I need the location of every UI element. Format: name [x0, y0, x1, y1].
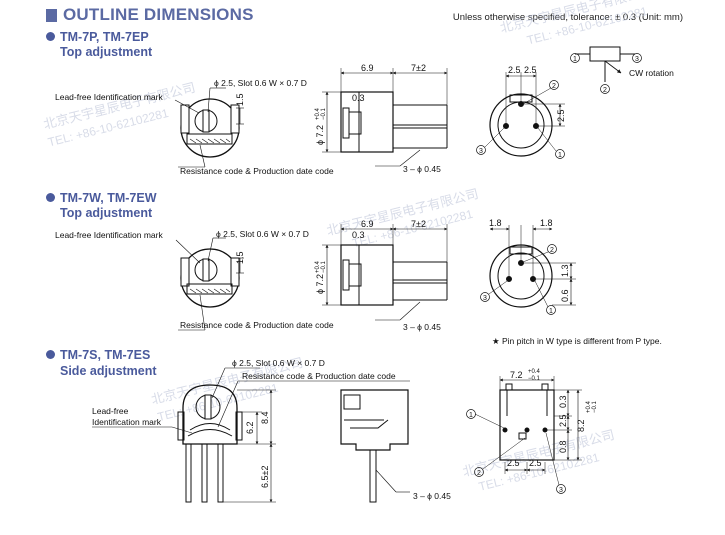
pin-number-2: 2 [550, 247, 554, 254]
section-title-7p: TM-7P, TM-7EP [46, 30, 149, 44]
pins-label-7p: 3 – ϕ 0.45 [403, 164, 441, 174]
dim-1-8: 1.8 [489, 218, 502, 228]
pin-number-3: 3 [479, 148, 483, 155]
dim-6-9: 6.9 [361, 219, 374, 229]
dim-2-5: 2.5 [529, 458, 542, 468]
bullet-icon [46, 350, 55, 359]
bottom-view-7p [476, 46, 642, 159]
tol-minus: −0.1 [528, 376, 541, 382]
dim-6-9: 6.9 [361, 63, 374, 73]
page-title: OUTLINE DIMENSIONS [63, 5, 254, 24]
pin-number-1: 1 [558, 152, 562, 159]
pin-number-2: 2 [603, 87, 607, 94]
tol-plus: +0.4 [528, 369, 541, 375]
lead-free-label-7p: Lead-free Identification mark [55, 92, 163, 102]
watermark: 北京天宇星辰电子有限公司 TEL: +86-10-62102281 [42, 80, 197, 150]
dim-0-8: 0.8 [558, 440, 568, 453]
bullet-icon [46, 32, 55, 41]
bottom-view-7w [480, 225, 576, 315]
lead-free-label-7w: Lead-free Identification mark [55, 230, 163, 240]
section-title-7w: TM-7W, TM-7EW [46, 191, 157, 205]
pin-number-3: 3 [483, 295, 487, 302]
tol-plus: +0.4 [315, 107, 321, 120]
section-subtitle-7s: Side adjustment [60, 364, 157, 378]
dim-1-8: 1.8 [540, 218, 553, 228]
section-subtitle-7p: Top adjustment [60, 45, 153, 59]
tol-minus: −0.1 [321, 260, 327, 273]
dim-8-4: 8.4 [260, 411, 270, 424]
bottom-view-7s [466, 376, 582, 494]
tol-minus: −0.1 [592, 400, 598, 413]
dim-2-5: 2.5 [558, 414, 568, 427]
side-view-7s [340, 389, 410, 503]
tol-minus: −0.1 [321, 107, 327, 120]
pin-number-3: 3 [559, 487, 563, 494]
dim-8-2: 8.2 [576, 419, 586, 432]
lead-free-label-7s-line2: Identification mark [92, 417, 162, 427]
pin-number-2: 2 [477, 470, 481, 477]
dim-0-6: 0.6 [560, 289, 570, 302]
section-title-7p-text: TM-7P, TM-7EP [60, 30, 149, 44]
side-view-7p [322, 68, 448, 167]
pin-number-1: 1 [573, 56, 577, 63]
tol-plus: +0.4 [586, 400, 592, 413]
resistance-label-7s: Resistance code & Production date code [242, 371, 396, 381]
dim-0-3: 0.3 [352, 93, 365, 103]
watermark: 北京天宇星辰电子有限公司 TEL: +86-10-62102281 [498, 0, 653, 47]
pin-pitch-note: ★ Pin pitch in W type is different from … [492, 336, 662, 346]
front-view-7w [175, 237, 244, 331]
dim-6-2: 6.2 [245, 421, 255, 434]
pin-number-3: 3 [635, 56, 639, 63]
tol-plus: +0.4 [315, 260, 321, 273]
dim-1-3: 1.3 [560, 264, 570, 277]
dim-7-pm2: 7±2 [411, 63, 426, 73]
lead-free-label-7s-line1: Lead-free [92, 406, 129, 416]
header: OUTLINE DIMENSIONS [46, 5, 254, 25]
section-subtitle-7w: Top adjustment [60, 206, 153, 220]
section-title-7w-text: TM-7W, TM-7EW [60, 191, 157, 205]
header-square-icon [46, 8, 57, 22]
slot-label-7s: ϕ 2.5, Slot 0.6 W × 0.7 D [232, 358, 325, 368]
section-title-7s: TM-7S, TM-7ES [46, 348, 150, 362]
dim-7-pm2: 7±2 [411, 219, 426, 229]
resistance-label-7p: Resistance code & Production date code [180, 166, 334, 176]
dim-0-3: 0.3 [558, 395, 568, 408]
dim-2-5: 2.5 [556, 109, 566, 122]
dim-2-5: 2.5 [524, 65, 537, 75]
pins-label-7s: 3 – ϕ 0.45 [413, 491, 451, 501]
cw-rotation-label: CW rotation [629, 68, 674, 78]
front-view-7s [92, 367, 410, 503]
pin-number-1: 1 [469, 412, 473, 419]
dim-phi-7-2: ϕ 7.2 [315, 274, 325, 294]
pin-number-2: 2 [552, 83, 556, 90]
dim-2-5: 2.5 [507, 458, 520, 468]
section-title-7s-text: TM-7S, TM-7ES [60, 348, 151, 362]
side-view-7w [322, 224, 448, 321]
bullet-icon [46, 193, 55, 202]
slot-label-7p: ϕ 2.5, Slot 0.6 W × 0.7 D [214, 78, 307, 88]
dim-1-5: 1.5 [235, 93, 245, 106]
pin-number-1: 1 [549, 308, 553, 315]
dim-2-5: 2.5 [508, 65, 521, 75]
tolerance-note: Unless otherwise specified, tolerance: ±… [452, 12, 683, 23]
dim-phi-7-2: ϕ 7.2 [315, 125, 325, 145]
slot-label-7w: ϕ 2.5, Slot 0.6 W × 0.7 D [216, 229, 309, 239]
dim-0-3: 0.3 [352, 230, 365, 240]
pins-label-7w: 3 – ϕ 0.45 [403, 322, 441, 332]
resistance-label-7w: Resistance code & Production date code [180, 320, 334, 330]
dim-6-5: 6.5±2 [260, 466, 270, 488]
front-view-7p [174, 87, 244, 168]
dim-1-5: 1.5 [235, 251, 245, 264]
dim-7-2: 7.2 [510, 370, 523, 380]
